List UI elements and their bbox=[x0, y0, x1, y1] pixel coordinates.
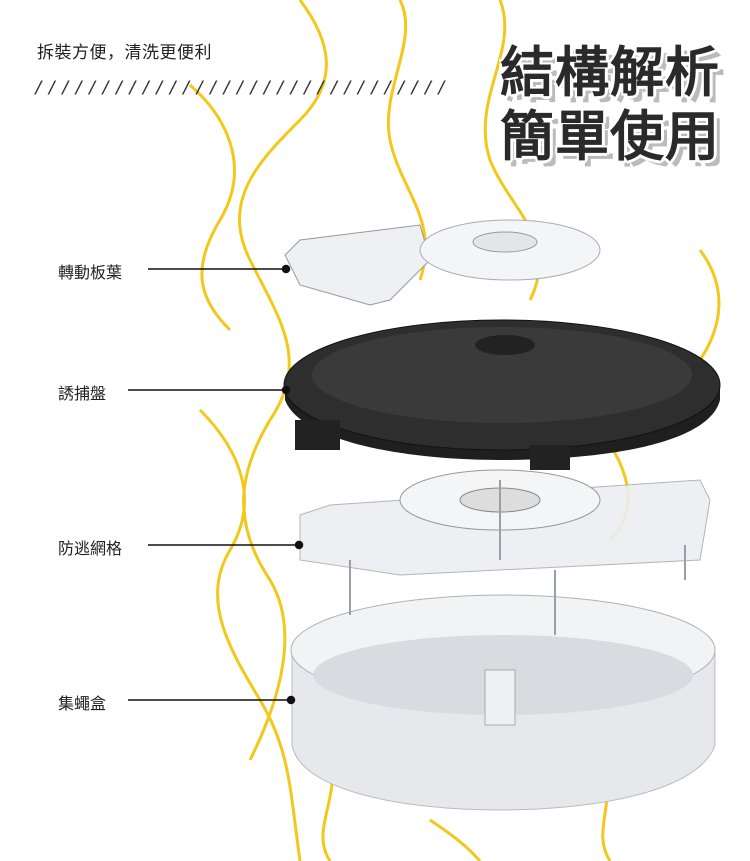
escape-grid bbox=[299, 469, 711, 635]
slash-divider: /////////////////////////////// bbox=[34, 78, 451, 98]
label-trap-tray: 誘捕盤 bbox=[58, 384, 107, 403]
label-collection-box: 集蠅盒 bbox=[58, 694, 107, 713]
title-line-1: 結構解析 bbox=[500, 41, 720, 104]
trap-tray bbox=[283, 319, 721, 470]
label-escape-grid: 防逃網格 bbox=[58, 539, 123, 558]
rotating-blade bbox=[284, 219, 601, 306]
title-line-2: 簡單使用 bbox=[500, 105, 720, 168]
collection-box bbox=[290, 594, 716, 811]
subtitle: 拆裝方便，清洗更便利 bbox=[37, 43, 212, 63]
label-rotating-blade: 轉動板葉 bbox=[58, 263, 123, 282]
leader-lines bbox=[128, 264, 304, 705]
